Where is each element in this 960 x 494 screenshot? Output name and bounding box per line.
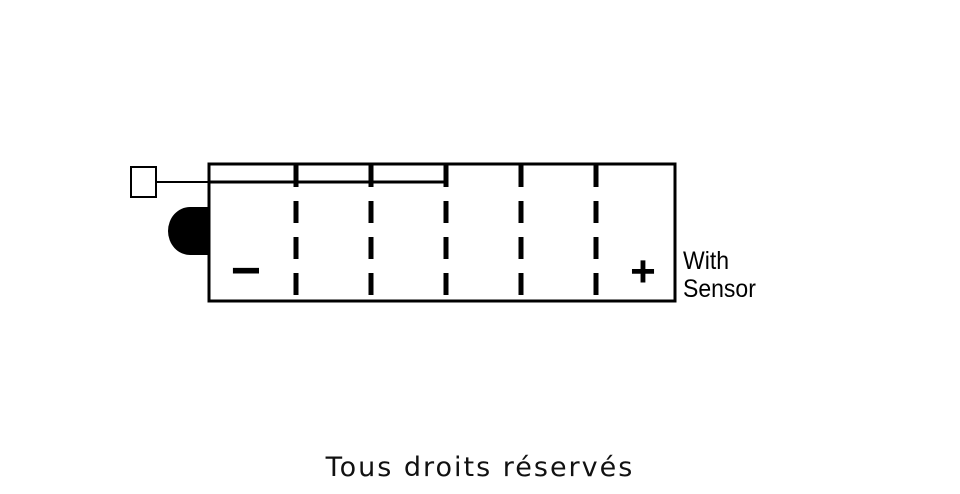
sensor-label-line1: With — [683, 247, 729, 275]
copyright-caption: Tous droits réservés — [325, 452, 635, 483]
vent-box — [130, 166, 157, 198]
positive-terminal-symbol: + — [630, 247, 656, 296]
sensor-label-line2: Sensor — [683, 275, 756, 303]
battery-case — [207, 162, 677, 303]
sensor-label: With Sensor — [683, 247, 756, 303]
battery-handle — [168, 207, 210, 255]
negative-terminal-symbol: − — [231, 242, 261, 300]
cell-dividers — [293, 165, 599, 300]
